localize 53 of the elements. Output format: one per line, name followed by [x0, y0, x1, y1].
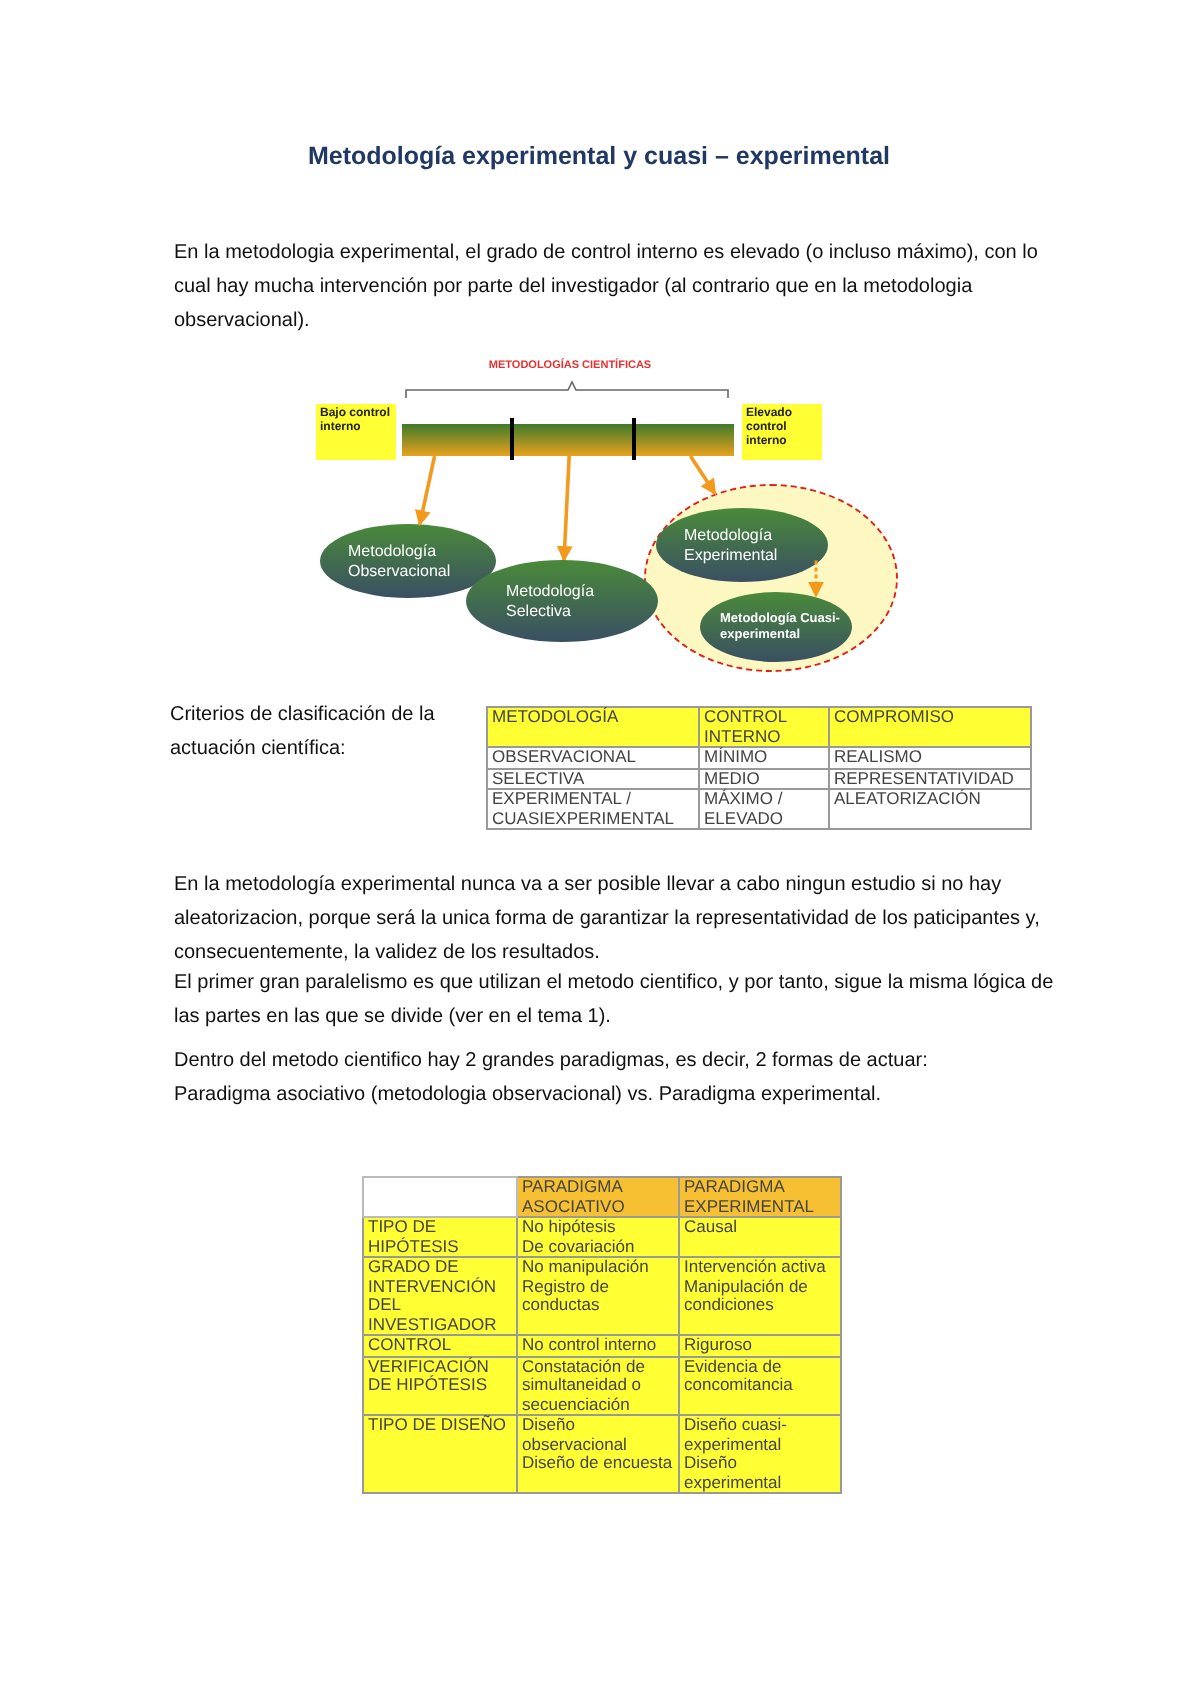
arrow — [414, 455, 437, 527]
cell-text: TIPO DE HIPÓTESIS — [368, 1218, 461, 1256]
paragraph: En la metodologia experimental, el grado de control interno es elevado (o incluso máximo), con lo cual hay mucha intervención por parte del investigador (al contrario que en la metodologia observacional). — [174, 240, 1040, 336]
node-text: Metodología Observacional — [348, 541, 453, 581]
cell-text: Manipulación de condiciones — [684, 1277, 810, 1315]
method-ellipse — [700, 592, 852, 662]
cell-text: EXPERIMENTAL / CUASIEXPERIMENTAL — [492, 790, 677, 828]
cell-text: METODOLOGÍA — [492, 708, 621, 727]
arrow — [808, 560, 824, 598]
gradient-bar — [402, 424, 734, 456]
cell-text: Intervención activa — [684, 1258, 828, 1277]
cell-text: CONTROL — [368, 1336, 454, 1355]
cell-text: PARADIGMA ASOCIATIVO — [522, 1178, 627, 1216]
cell-text: Diseño de encuesta — [522, 1454, 674, 1473]
cell-text: MÍNIMO — [704, 748, 770, 767]
cell-text: OBSERVACIONAL — [492, 748, 638, 767]
heading: Metodología experimental y cuasi – experimental — [305, 142, 893, 170]
cell-text: ALEATORIZACIÓN — [834, 790, 983, 809]
cell-text: Registro de conductas — [522, 1277, 609, 1315]
cell-text: SELECTIVA — [492, 769, 587, 788]
cell-text: Evidencia de concomitancia — [684, 1357, 795, 1395]
paragraph: El primer gran paralelismo es que utilizan el metodo cientifico, y por tanto, sigue la misma lógica de las partes en las que se divide (ver en el tema 1). — [174, 970, 1054, 1032]
cell-text: Diseño cuasi-experimental — [684, 1416, 789, 1454]
arrow — [556, 455, 573, 562]
note-box — [316, 404, 396, 460]
cell-text: Diseño observacional — [522, 1416, 629, 1454]
cell-text: MEDIO — [704, 769, 762, 788]
cell-text: Causal — [684, 1218, 739, 1237]
paragraph: Paradigma asociativo (metodologia observacional) vs. Paradigma experimental. — [174, 1082, 884, 1110]
cell-text: No manipulación — [522, 1258, 651, 1277]
cell-text: TIPO DE DISEÑO — [368, 1416, 508, 1435]
cell-text: De covariación — [522, 1237, 637, 1256]
paragraph: Dentro del metodo cientifico hay 2 grandes paradigmas, es decir, 2 formas de actuar: — [174, 1048, 930, 1076]
caption-text: Criterios de clasificación de la actuación científica: — [170, 702, 437, 764]
arrow — [688, 455, 717, 496]
cell-text: REPRESENTATIVIDAD — [834, 769, 1016, 788]
cell-text: GRADO DE INTERVENCIÓN DEL INVESTIGADOR — [368, 1258, 499, 1334]
cell-text: Riguroso — [684, 1336, 755, 1355]
cell-text: PARADIGMA EXPERIMENTAL — [684, 1178, 817, 1216]
cell-text: CONTROL INTERNO — [704, 708, 789, 746]
cell-text: MÁXIMO / ELEVADO — [704, 790, 786, 828]
cell-text: REALISMO — [834, 748, 924, 767]
cell-text: VERIFICACIÓN DE HIPÓTESIS — [368, 1357, 491, 1395]
node-text: Metodología Experimental — [684, 525, 780, 565]
cell-text: COMPROMISO — [834, 708, 956, 727]
paragraph: En la metodología experimental nunca va a ser posible llevar a cabo ningun estudio si no hay aleatorizacion, porque será la unica forma de garantizar la representatividad de los paticipantes y, consecuentemente, la validez de los resultados. — [174, 872, 1042, 968]
cell-text: Constatación de simultaneidad o secuenciación — [522, 1357, 647, 1414]
method-ellipse — [466, 560, 658, 642]
cell-text: No control interno — [522, 1336, 659, 1355]
cell-text: No hipótesis — [522, 1218, 618, 1237]
note-box — [742, 404, 822, 460]
cell-text: Diseño experimental — [684, 1454, 784, 1492]
node-text: Metodología Selectiva — [506, 581, 597, 621]
